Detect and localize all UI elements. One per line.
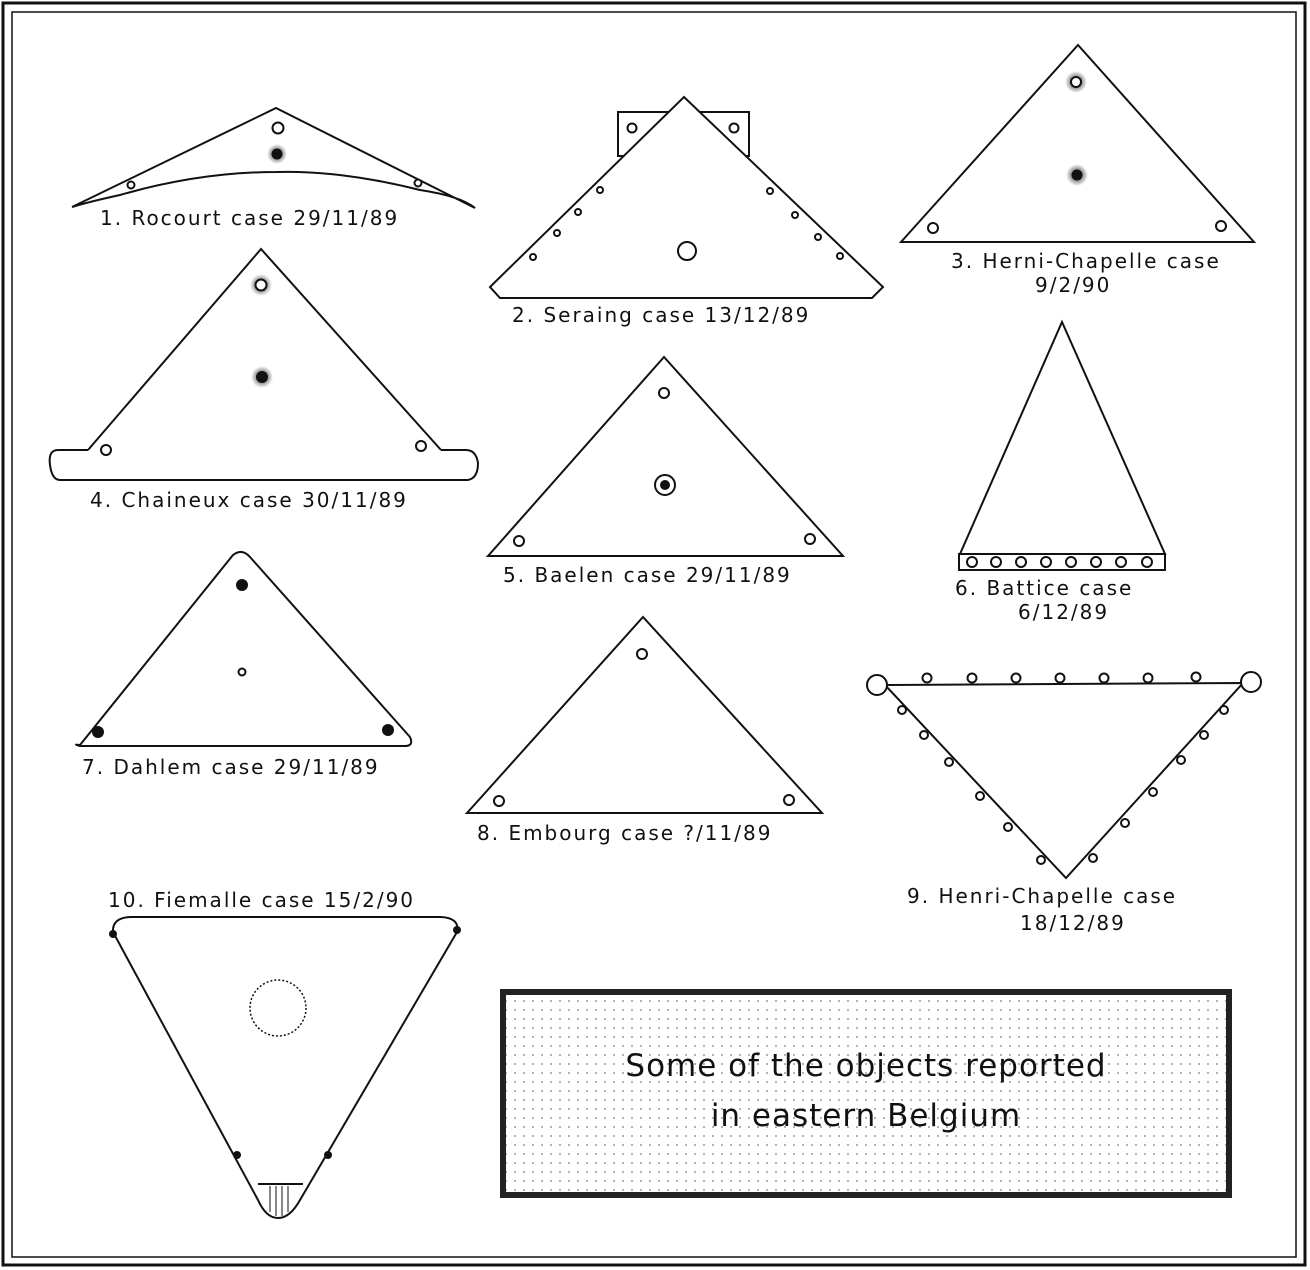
object-battice <box>959 322 1165 570</box>
object-embourg <box>467 617 822 813</box>
object-dahlem <box>76 552 411 746</box>
caption-line-2: in eastern Belgium <box>711 1098 1021 1134</box>
caption-line-1: Some of the objects reported <box>625 1048 1106 1084</box>
date-herni-chapelle: 9/2/90 <box>1035 273 1111 297</box>
object-fiemalle <box>109 917 461 1218</box>
label-rocourt: 1. Rocourt case 29/11/89 <box>100 206 399 230</box>
label-embourg: 8. Embourg case ?/11/89 <box>477 821 772 845</box>
object-rocourt <box>72 108 475 208</box>
caption-box: Some of the objects reported in eastern … <box>503 992 1229 1195</box>
label-seraing: 2. Seraing case 13/12/89 <box>512 303 810 327</box>
label-henri-chapelle: 9. Henri-Chapelle case <box>907 884 1177 908</box>
date-battice: 6/12/89 <box>1018 600 1109 624</box>
label-chaineux: 4. Chaineux case 30/11/89 <box>90 488 408 512</box>
object-seraing <box>490 97 883 298</box>
object-baelen <box>488 357 843 556</box>
object-henri-chapelle <box>867 672 1261 878</box>
label-fiemalle: 10. Fiemalle case 15/2/90 <box>108 888 415 912</box>
label-dahlem: 7. Dahlem case 29/11/89 <box>82 755 380 779</box>
object-chaineux <box>50 249 478 480</box>
label-battice: 6. Battice case <box>955 576 1133 600</box>
date-henri-chapelle: 18/12/89 <box>1020 911 1126 935</box>
label-baelen: 5. Baelen case 29/11/89 <box>503 563 792 587</box>
label-herni-chapelle: 3. Herni-Chapelle case <box>951 249 1221 273</box>
object-herni-chapelle <box>901 45 1254 242</box>
